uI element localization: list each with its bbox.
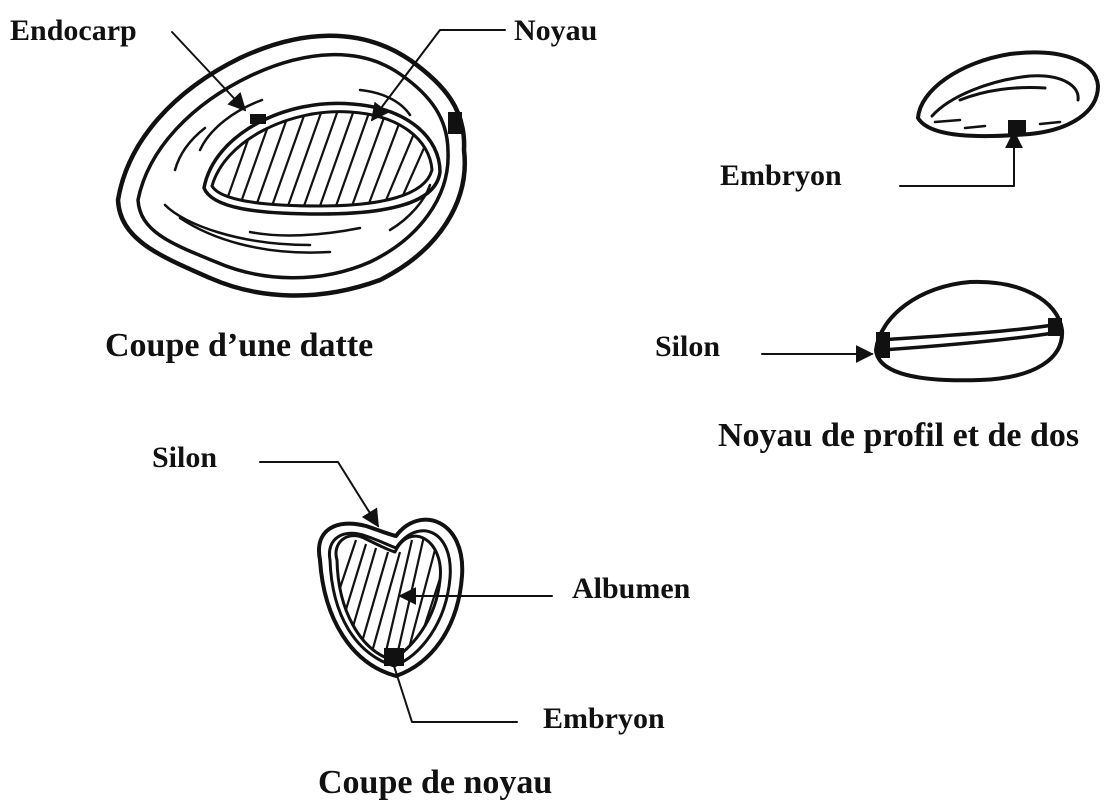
date-cross-section — [118, 36, 465, 296]
seed-profile-view — [876, 282, 1062, 380]
endocarp-arrow — [172, 32, 245, 110]
embryon-top-label: Embryon — [720, 159, 842, 192]
coupe-datte-caption: Coupe d’une datte — [105, 327, 373, 364]
embryon-bottom-label: Embryon — [543, 702, 665, 735]
kernel-cross-section — [319, 520, 462, 676]
seed-top-view — [918, 52, 1098, 136]
albumen-label: Albumen — [572, 572, 691, 605]
embryon-bottom-leader — [394, 666, 517, 722]
embryon-top-arrow — [900, 132, 1014, 186]
endocarp-label: Endocarp — [10, 14, 137, 47]
noyau-label: Noyau — [514, 14, 597, 47]
coupe-noyau-caption: Coupe de noyau — [318, 764, 552, 801]
noyau-arrow — [372, 30, 505, 120]
silon-bottom-arrow — [260, 462, 378, 526]
silon-bottom-label: Silon — [152, 441, 217, 474]
kernel-section-hatching — [336, 536, 446, 660]
silon-right-label: Silon — [655, 330, 720, 363]
noyau-profil-caption: Noyau de profil et de dos — [718, 417, 1079, 454]
